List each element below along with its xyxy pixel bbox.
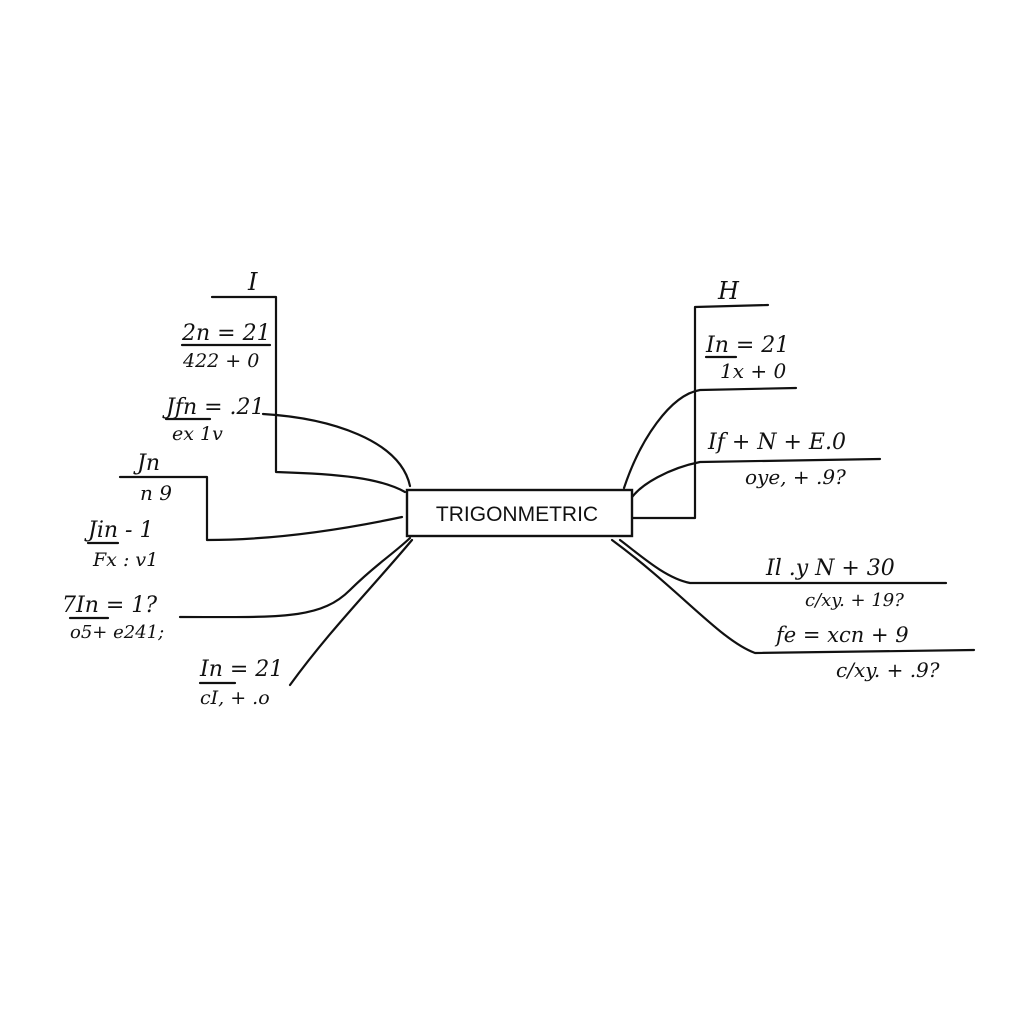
left-connector-3 bbox=[118, 475, 404, 542]
formula-denominator: oye, + .9? bbox=[745, 465, 846, 489]
left-connector-5 bbox=[178, 536, 412, 619]
center-box bbox=[405, 488, 634, 538]
formula-numerator: Jin - 1 bbox=[84, 518, 153, 543]
formula-denominator: Fx : v1 bbox=[92, 549, 158, 571]
left-formula-4: Jin - 1 Fx : v1 bbox=[84, 518, 158, 571]
right-formula-1: In = 21 1x + 0 bbox=[704, 333, 789, 383]
formula-numerator: If + N + E.0 bbox=[707, 430, 846, 455]
formula-denominator: 422 + 0 bbox=[182, 350, 259, 372]
formula-numerator: Jfn = .21 bbox=[162, 395, 265, 420]
right-formula-3: Il .y N + 30 c/xy. + 19? bbox=[765, 556, 904, 611]
left-connector-6 bbox=[288, 538, 414, 687]
right-connector-1 bbox=[622, 386, 798, 490]
formula-numerator: In = 21 bbox=[199, 657, 283, 682]
right-connector-2 bbox=[628, 457, 882, 502]
formula-denominator: c/xy. + .9? bbox=[836, 658, 940, 682]
left-top-label: I bbox=[247, 268, 258, 296]
formula-denominator: n 9 bbox=[140, 481, 172, 505]
formula-numerator: Il .y N + 30 bbox=[765, 556, 895, 581]
formula-numerator: fe = xcn + 9 bbox=[774, 623, 909, 647]
formula-denominator: c/xy. + 19? bbox=[805, 590, 904, 611]
formula-denominator: 1x + 0 bbox=[720, 359, 786, 383]
formula-numerator: Jn bbox=[133, 451, 160, 476]
right-formula-2: If + N + E.0 oye, + .9? bbox=[707, 430, 846, 489]
formula-numerator: 7In = 1? bbox=[62, 593, 157, 618]
right-top-label: H bbox=[717, 277, 740, 305]
left-bracket-line bbox=[210, 295, 407, 494]
left-formula-5: 7In = 1? o5+ e241; bbox=[62, 593, 164, 643]
formula-denominator: o5+ e241; bbox=[70, 622, 164, 643]
left-formula-2: Jfn = .21 ex 1v bbox=[162, 395, 265, 445]
left-connector-2 bbox=[261, 412, 412, 488]
formula-denominator: cI, + .o bbox=[200, 687, 270, 709]
center-label: TRIGONMETRIC bbox=[436, 503, 598, 526]
left-formula-6: In = 21 cI, + .o bbox=[198, 657, 283, 709]
right-formula-4: fe = xcn + 9 c/xy. + .9? bbox=[774, 623, 940, 682]
left-formula-3: Jn n 9 bbox=[133, 451, 172, 505]
right-bracket-line bbox=[630, 303, 770, 520]
formula-numerator: 2n = 21 bbox=[181, 321, 271, 346]
formula-numerator: In = 21 bbox=[705, 333, 789, 358]
formula-denominator: ex 1v bbox=[172, 423, 223, 445]
left-formula-1: 2n = 21 422 + 0 bbox=[180, 321, 272, 372]
right-connector-3 bbox=[618, 538, 948, 585]
right-connector-4 bbox=[610, 538, 976, 655]
center-node: TRIGONMETRIC bbox=[405, 488, 634, 538]
